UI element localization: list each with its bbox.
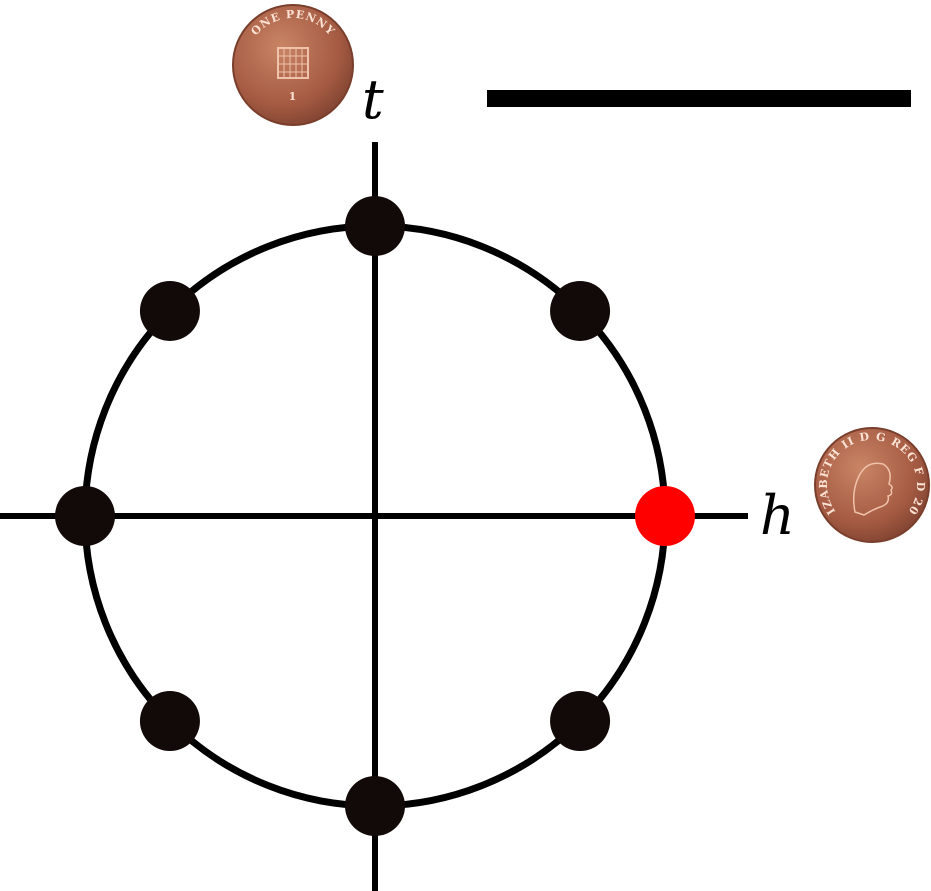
scale-bar [487, 90, 911, 107]
t-axis-label: t [362, 68, 384, 131]
point-180 [55, 486, 115, 546]
point-315 [550, 691, 611, 752]
coin-heads: ELIZABETH II D G REG F D 2008 [0, 0, 930, 543]
queen-profile-icon [852, 462, 893, 516]
coin-tails: ONE PENNY 1 [232, 4, 354, 126]
point-225 [139, 691, 200, 752]
point-45 [550, 280, 611, 341]
h-axis-label: h [760, 484, 795, 547]
tails-value: 1 [289, 90, 298, 103]
point-270 [345, 776, 405, 836]
point-90 [345, 196, 405, 256]
highlighted-point [635, 486, 695, 546]
heads-legend: ELIZABETH II D G REG F D 2008 [0, 0, 926, 518]
point-135 [139, 280, 200, 341]
points-group [55, 196, 695, 836]
portcullis-icon [277, 47, 309, 79]
